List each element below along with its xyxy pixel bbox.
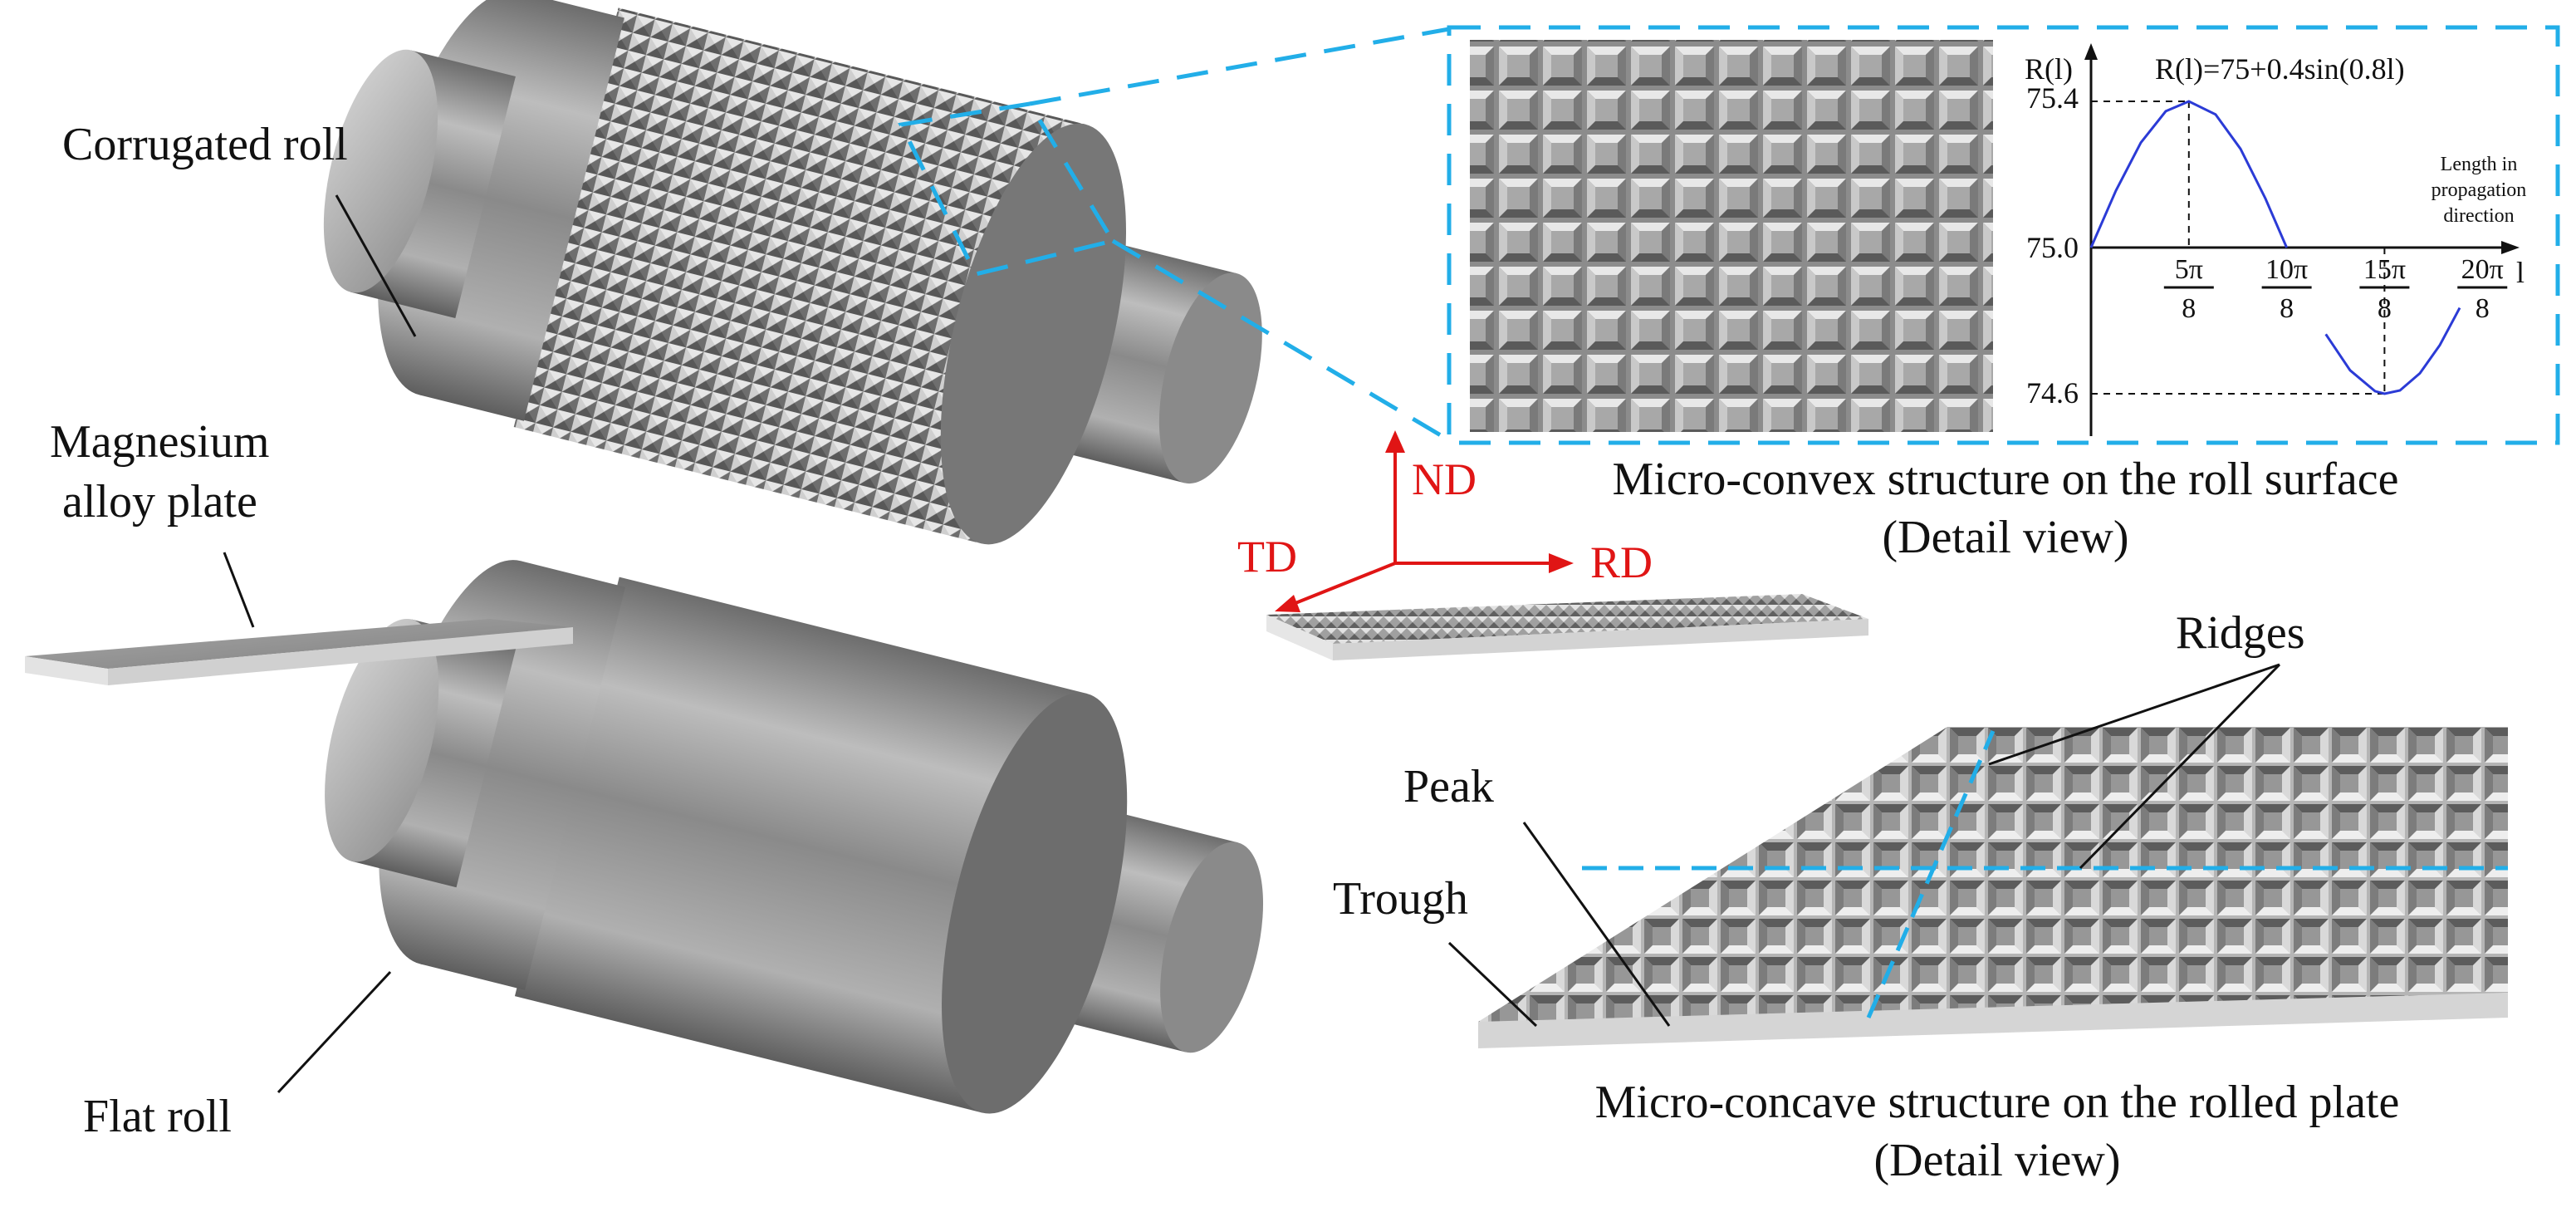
- label-flat-roll: Flat roll: [83, 1091, 232, 1142]
- guide-lines: [2091, 101, 2386, 395]
- x-tick-denominator: 8: [2378, 293, 2392, 324]
- x-tick-denominator: 8: [2182, 293, 2196, 324]
- rolled-plate-small-drawing: [1266, 594, 1868, 660]
- x-axis-label-line3: direction: [2443, 205, 2514, 227]
- direction-axes: [1286, 440, 1561, 608]
- x-ticks: 5π 8 10π 8 15π 8 20π 8: [2163, 254, 2508, 324]
- nd-arrow-icon: [1385, 430, 1405, 453]
- x-tick-denominator: 8: [2280, 293, 2294, 324]
- convex-texture-image: [1470, 40, 1993, 432]
- label-peak: Peak: [1403, 761, 1494, 812]
- y-label-min: 74.6: [2026, 376, 2079, 410]
- y-axis-arrow: [2084, 43, 2098, 60]
- curve-segment-2: [2324, 307, 2461, 395]
- x-axis-label-line2: propagation: [2432, 179, 2527, 201]
- label-corrugated-roll: Corrugated roll: [62, 119, 348, 170]
- sine-chart: 5π 8 10π 8 15π 8 20π 8 R(l) R(l)=75+0.4sin(0.8l…: [2025, 43, 2526, 436]
- concave-caption-line2: (Detail view): [1874, 1135, 2121, 1186]
- label-magnesium-line1: Magnesium: [50, 416, 269, 468]
- detail-highlight: [898, 27, 1451, 443]
- concave-caption-line1: Micro-concave structure on the rolled pl…: [1595, 1077, 2400, 1128]
- chart-title: R(l)=75+0.4sin(0.8l): [2155, 52, 2405, 86]
- x-axis-label-line1: Length in: [2441, 154, 2518, 175]
- x-tick-numerator: 20π: [2461, 254, 2504, 285]
- label-nd: ND: [1412, 454, 1477, 504]
- rd-arrow-icon: [1549, 553, 1574, 573]
- label-td: TD: [1237, 532, 1297, 581]
- convex-caption-line1: Micro-convex structure on the roll surfa…: [1613, 454, 2399, 505]
- x-axis-arrow: [2501, 241, 2520, 254]
- label-trough: Trough: [1333, 873, 1468, 925]
- x-tick-numerator: 10π: [2265, 254, 2308, 285]
- x-tick-denominator: 8: [2476, 293, 2490, 324]
- label-rd: RD: [1590, 537, 1653, 587]
- y-label-origin: 75.0: [2026, 231, 2079, 264]
- magnesium-plate-drawing: [25, 619, 573, 685]
- x-tick-numerator: 5π: [2175, 254, 2203, 285]
- curve-segment-1: [2089, 100, 2288, 248]
- concave-plate-detail: [1478, 727, 2508, 1048]
- y-label-max: 75.4: [2026, 81, 2079, 115]
- corrugated-roll-drawing: [323, 0, 1262, 545]
- flat-roll-drawing: [325, 560, 1264, 1114]
- label-ridges: Ridges: [2176, 607, 2305, 659]
- y-axis-label: R(l): [2025, 52, 2073, 86]
- td-arrow-icon: [1275, 595, 1300, 612]
- convex-caption-line2: (Detail view): [1883, 512, 2129, 563]
- x-tick-numerator: 15π: [2363, 254, 2406, 285]
- x-axis-symbol: l: [2516, 256, 2525, 289]
- leader-lines: [223, 194, 2281, 1094]
- label-magnesium-line2: alloy plate: [62, 476, 257, 527]
